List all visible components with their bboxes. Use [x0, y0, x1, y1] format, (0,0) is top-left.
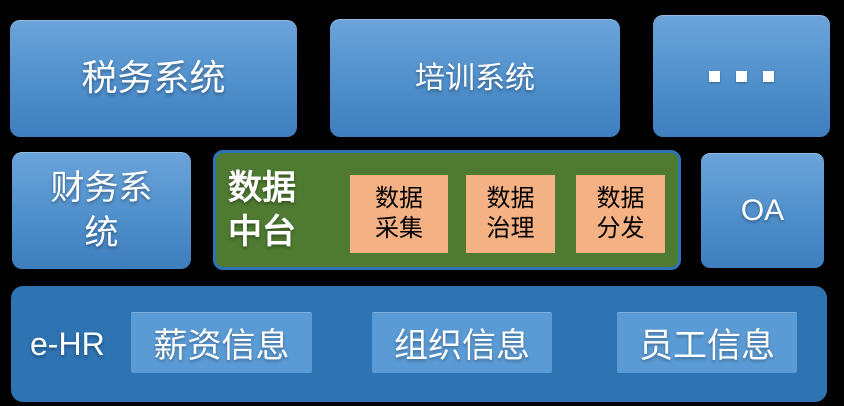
employee-info-label: 员工信息 [639, 327, 775, 365]
data-collection-label: 数据采集 [375, 185, 423, 242]
data-governance-label: 数据治理 [486, 185, 535, 242]
tax-system-box: 税务系统 [10, 20, 297, 137]
finance-system-box: 财务系统 [12, 152, 191, 269]
data-distribution-label: 数据分发 [596, 185, 645, 242]
data-collection-box: 数据采集 [350, 175, 448, 253]
tax-system-label: 税务系统 [81, 57, 226, 99]
ellipsis-square-icon [736, 70, 747, 82]
data-platform-box: 数据中台 数据采集 数据治理 数据分发 [213, 150, 681, 270]
data-platform-title: 数据中台 [228, 168, 296, 251]
organization-info-label: 组织信息 [394, 327, 530, 365]
oa-system-box: OA [701, 153, 824, 268]
employee-info-box: 员工信息 [617, 312, 797, 373]
oa-system-label: OA [740, 194, 785, 227]
salary-info-label: 薪资信息 [153, 327, 290, 365]
finance-system-label: 财务系统 [50, 169, 153, 252]
training-system-box: 培训系统 [330, 19, 620, 137]
training-system-label: 培训系统 [415, 61, 535, 95]
organization-info-box: 组织信息 [372, 312, 552, 373]
ellipsis-square-icon [763, 70, 774, 82]
more-systems-box [653, 15, 830, 137]
ellipsis-square-icon [709, 70, 720, 82]
data-distribution-box: 数据分发 [576, 175, 665, 253]
salary-info-box: 薪资信息 [131, 312, 312, 373]
ehr-system-box: e-HR 薪资信息 组织信息 员工信息 [11, 286, 827, 402]
data-governance-box: 数据治理 [466, 175, 555, 253]
ehr-system-label: e-HR [30, 325, 105, 362]
